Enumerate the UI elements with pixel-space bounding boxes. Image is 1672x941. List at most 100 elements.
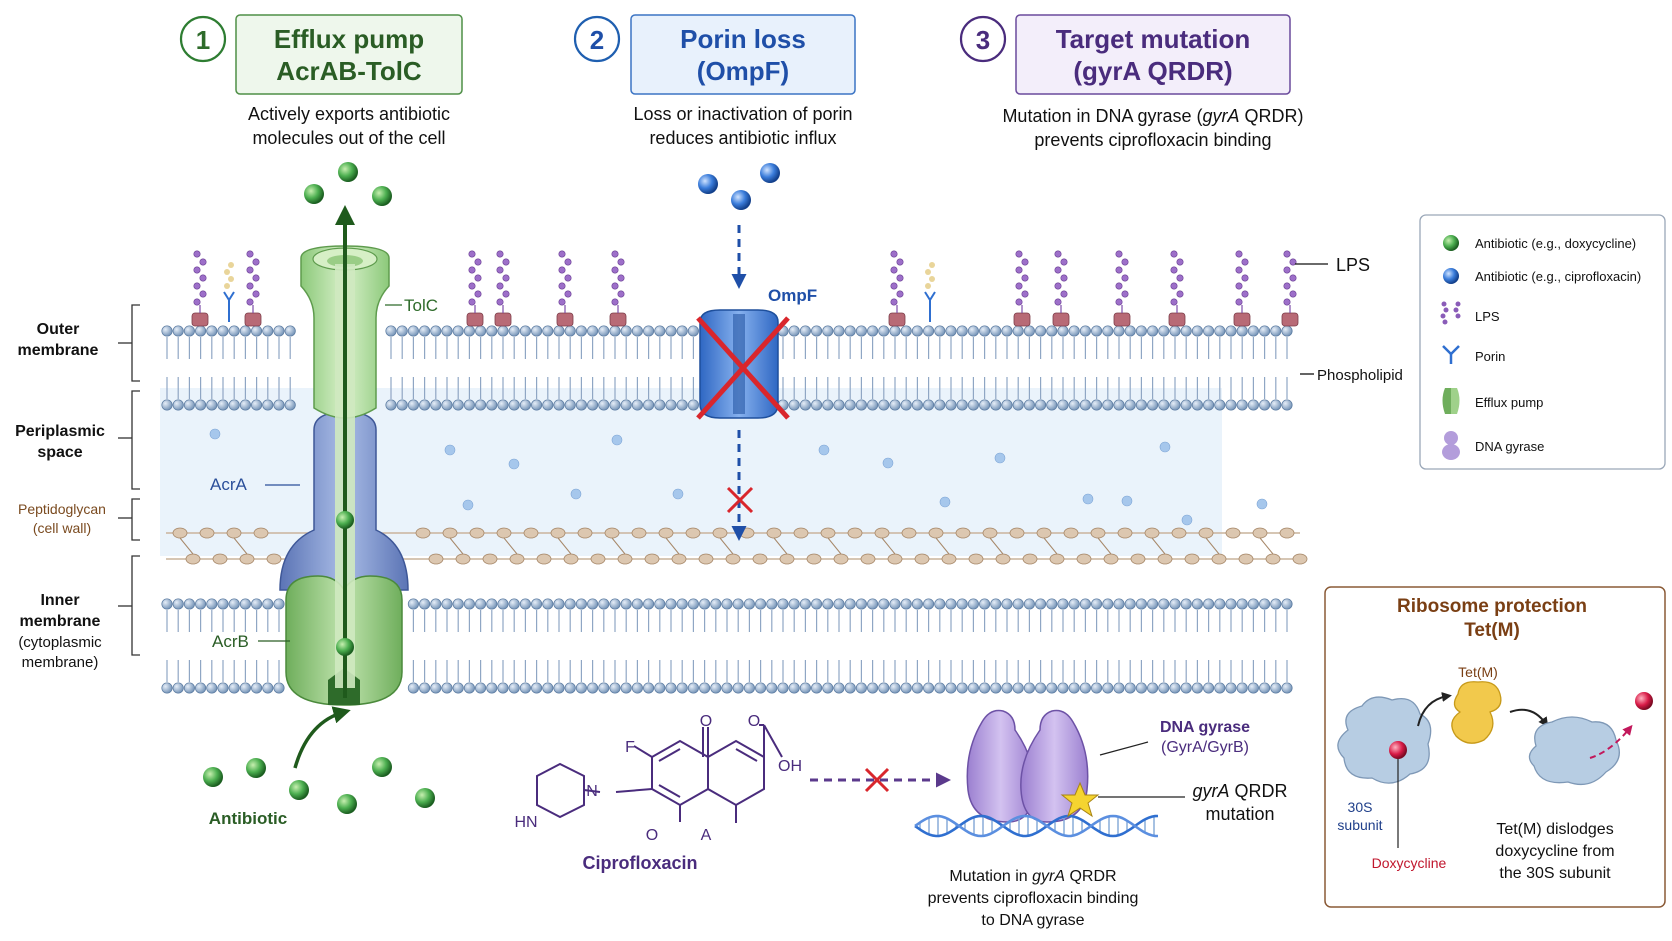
efflux-pump-acrab-tolc (279, 205, 409, 706)
tetm-protein (1451, 681, 1502, 744)
inner-membrane-label-2: membrane (20, 613, 101, 630)
ribosome-protection-box (1324, 586, 1666, 908)
mechanism-1-number: 1 (196, 25, 210, 55)
mol-n: N (586, 783, 598, 800)
legend-item-efflux-pump: Efflux pump (1442, 388, 1543, 414)
efflux-pump-icon (1442, 388, 1460, 414)
mol-o2: O (748, 713, 760, 730)
blue-sphere-icon (1443, 268, 1459, 284)
ciprofloxacin-label: Ciprofloxacin (582, 853, 697, 873)
mol-o1: O (700, 713, 712, 730)
mechanism-2-number-circle (573, 15, 621, 63)
inner-membrane-label-1: Inner (40, 592, 79, 609)
exported-antibiotic-1 (338, 162, 358, 182)
svg-text:Efflux pump: Efflux pump (1475, 395, 1543, 410)
tolc-label: TolC (404, 296, 438, 315)
mechanism-2-title-box (630, 14, 856, 95)
legend-item-green-sphere: Antibiotic (e.g., doxycycline) (1443, 235, 1636, 251)
ciprofloxacin-structure (536, 724, 783, 823)
mechanism-2-number: 2 (590, 25, 604, 55)
mechanism-2-desc-2: reduces antibiotic influx (649, 128, 836, 148)
legend-item-blue-sphere: Antibiotic (e.g., ciprofloxacin) (1443, 268, 1641, 284)
channel-antibiotic-2 (336, 638, 354, 656)
ribosome-title-2: Tet(M) (1464, 620, 1520, 641)
30s-label-1: 30S (1348, 799, 1373, 815)
mechanism-2-desc-1: Loss or inactivation of porin (633, 104, 852, 124)
dna-gyrase (966, 709, 1089, 823)
mechanism-1-title-box (235, 14, 463, 95)
antibiotic-label: Antibiotic (209, 809, 287, 828)
mechanism-3-header: 3 Target mutation (gyrA QRDR) Mutation i… (959, 14, 1304, 150)
qrdr-label-2: mutation (1205, 804, 1274, 824)
ompf-blocked-cross-b (696, 316, 790, 420)
mechanism-1-title-1: Efflux pump (274, 24, 424, 54)
exported-antibiotic-2 (304, 184, 324, 204)
cytoplasm-antibiotic-2 (246, 758, 266, 778)
ompf-label: OmpF (768, 286, 817, 305)
mol-o3: O (646, 827, 658, 844)
peptidoglycan-label-2: (cell wall) (33, 520, 91, 536)
porin-icon (1442, 345, 1460, 364)
mol-hn: HN (514, 814, 537, 831)
periplasm-label-2: space (37, 444, 82, 461)
legend-item-porin: Porin (1442, 345, 1505, 364)
binding-blocked-cross-b (864, 767, 890, 793)
dislodge-arrow (1589, 724, 1633, 759)
svg-text:Antibiotic (e.g., doxycycline): Antibiotic (e.g., doxycycline) (1475, 236, 1636, 251)
mutation-desc-2: prevents ciprofloxacin binding (928, 890, 1139, 907)
exported-antibiotic-3 (372, 186, 392, 206)
mechanism-2-title-1: Porin loss (680, 24, 806, 54)
phospholipid-label: Phospholipid (1317, 367, 1403, 384)
30s-subunit-after (1528, 716, 1620, 786)
green-sphere-icon (1443, 235, 1459, 251)
cytoplasm-antibiotic-1 (203, 767, 223, 787)
periplasm-label-1: Periplasmic (15, 423, 105, 440)
gyrase-label-2: (GyrA/GyrB) (1161, 739, 1249, 756)
tetm-label: Tet(M) (1458, 664, 1498, 680)
inner-membrane-label-4: membrane) (22, 654, 99, 671)
cytoplasm-antibiotic-3 (289, 780, 309, 800)
lps-icon (1440, 301, 1461, 325)
mutation-desc-1: Mutation in gyrA QRDR (949, 868, 1116, 885)
30s-subunit-before (1337, 696, 1432, 784)
mechanism-3-number-circle (959, 15, 1007, 63)
cytoplasm-antibiotic-4 (337, 794, 357, 814)
ribosome-desc-2: doxycycline from (1495, 843, 1614, 860)
svg-text:LPS: LPS (1475, 309, 1500, 324)
legend-item-lps: LPS (1440, 301, 1500, 325)
cipro-molecule-2 (760, 163, 780, 183)
mechanism-2-title-2: (OmpF) (697, 56, 789, 86)
gyrase-label-1: DNA gyrase (1160, 719, 1250, 736)
ribosome-desc-1: Tet(M) dislodges (1496, 821, 1613, 838)
cytoplasm-antibiotic-6 (415, 788, 435, 808)
mechanism-3-desc-1: Mutation in DNA gyrase (gyrA QRDR) (1002, 106, 1303, 126)
cipro-molecule-1 (698, 174, 718, 194)
acrb-label: AcrB (212, 632, 249, 651)
mechanism-1-header: 1 Efflux pump AcrAB-TolC Actively export… (179, 14, 463, 148)
svg-text:Porin: Porin (1475, 349, 1505, 364)
dna-double-helix (914, 814, 1159, 838)
region-brackets (118, 304, 140, 656)
influx-blocked-cross-b (726, 486, 754, 514)
legend-box (1419, 214, 1666, 470)
outer-membrane-label-2: membrane (18, 342, 99, 359)
mechanism-1-title-2: AcrAB-TolC (276, 56, 422, 86)
dna-gyrase-icon (1442, 431, 1460, 460)
mol-oh: OH (778, 758, 802, 775)
cytoplasm-antibiotic-5 (372, 757, 392, 777)
doxycycline-bound (1389, 741, 1407, 759)
cipro-molecule-3 (731, 190, 751, 210)
inner-membrane-label-3: (cytoplasmic (18, 634, 102, 651)
mechanism-3-desc-2: prevents ciprofloxacin binding (1034, 130, 1271, 150)
30s-label-2: subunit (1337, 817, 1382, 833)
uptake-arrow (293, 706, 351, 769)
outer-membrane (161, 325, 1293, 411)
outer-membrane-label-1: Outer (37, 321, 80, 338)
mutation-desc-3: to DNA gyrase (981, 912, 1084, 929)
doxycycline-label: Doxycycline (1372, 855, 1447, 871)
lps-label: LPS (1336, 255, 1370, 275)
periplasm-molecules (209, 428, 1268, 526)
channel-antibiotic-1 (336, 511, 354, 529)
